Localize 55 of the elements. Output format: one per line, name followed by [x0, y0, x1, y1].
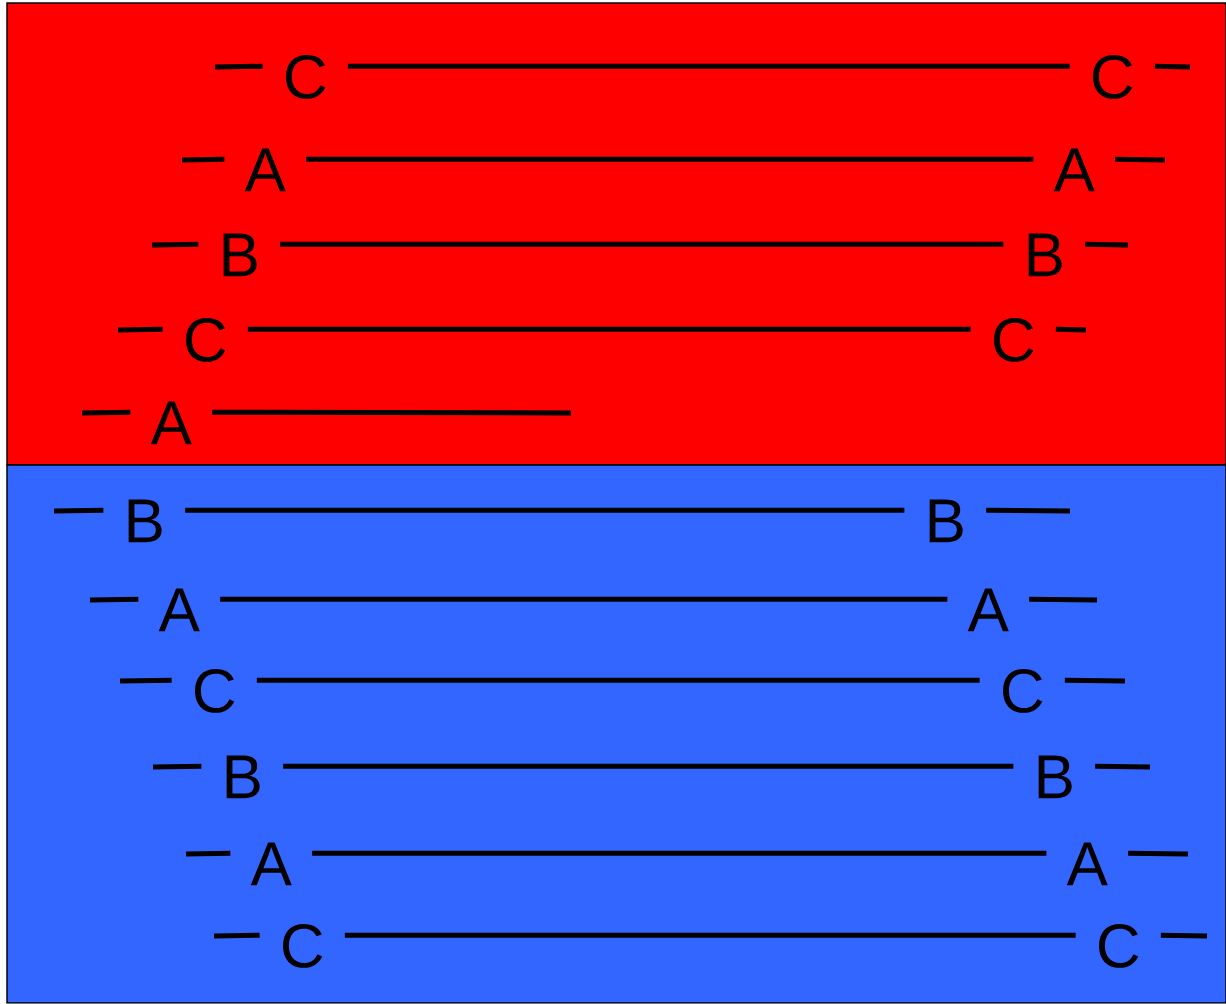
- layer-line: [185, 507, 905, 513]
- line-stub: [1115, 156, 1166, 163]
- line-stub: [151, 241, 199, 248]
- line-stub: [1029, 596, 1098, 603]
- line-stub: [1154, 63, 1191, 70]
- line-stub: [181, 156, 225, 163]
- layer-letter: B: [1028, 233, 1062, 277]
- layer-line: [347, 63, 1070, 69]
- layer-line: [256, 677, 980, 683]
- line-stub: [1085, 241, 1129, 248]
- layer-line: [344, 932, 1076, 938]
- layer-line: [312, 850, 1047, 856]
- layer-panel: [6, 464, 1226, 1004]
- layer-letter: B: [1038, 755, 1072, 799]
- layer-letter: C: [286, 54, 326, 99]
- layer-letter: A: [250, 842, 292, 886]
- layer-letter: C: [994, 317, 1034, 362]
- line-stub: [53, 507, 104, 514]
- line-stub: [117, 326, 163, 333]
- layer-letter: B: [929, 499, 963, 543]
- layer-letter: A: [1066, 842, 1108, 886]
- line-stub: [81, 409, 131, 416]
- layer-line: [306, 156, 1034, 162]
- line-stub: [213, 932, 260, 939]
- line-stub: [986, 507, 1071, 514]
- layer-letter: B: [223, 233, 257, 277]
- layer-letter: A: [967, 588, 1009, 632]
- line-stub: [185, 850, 231, 857]
- layer-letter: B: [128, 499, 162, 543]
- layer-letter: A: [244, 148, 286, 192]
- layer-panel: [6, 2, 1226, 466]
- line-stub: [1160, 932, 1208, 939]
- layer-letter: C: [283, 923, 323, 968]
- layer-letter: A: [150, 401, 192, 445]
- line-stub: [152, 763, 202, 770]
- line-stub: [214, 63, 263, 70]
- layer-letter: C: [1003, 668, 1043, 713]
- layer-letter: C: [195, 668, 235, 713]
- line-stub: [1128, 850, 1189, 857]
- line-stub: [1064, 677, 1126, 684]
- layer-letter: B: [226, 755, 260, 799]
- line-stub: [1095, 763, 1151, 770]
- layer-letter: A: [158, 588, 200, 632]
- layer-letter: C: [186, 317, 226, 362]
- layer-letter: C: [1099, 923, 1139, 968]
- layer-letter: C: [1093, 54, 1133, 99]
- layer-line: [280, 241, 1004, 247]
- layer-letter: A: [1053, 148, 1095, 192]
- layer-line: [247, 326, 971, 332]
- layer-line: [283, 763, 1014, 769]
- layer-line: [220, 596, 948, 602]
- line-stub: [119, 677, 172, 684]
- line-stub: [89, 596, 139, 603]
- line-stub: [1055, 326, 1087, 333]
- layer-line: [212, 409, 571, 416]
